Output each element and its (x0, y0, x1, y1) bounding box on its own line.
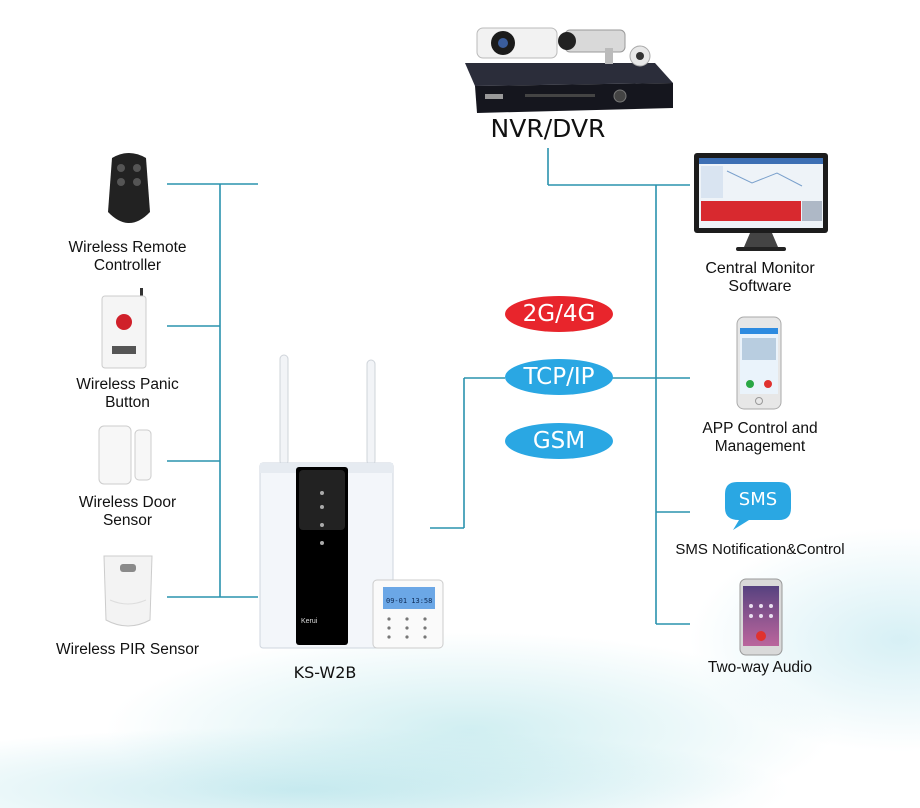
right-device-label-app: APP Control and Management (702, 420, 818, 455)
phone-call-icon (739, 578, 783, 656)
page-title: NVR/DVR (490, 114, 606, 143)
hub-brand-logo: Kerui (301, 618, 318, 625)
network-tcpip: TCP/IP (505, 359, 613, 395)
hub-label: KS-W2B (293, 663, 357, 682)
sms-bubble-icon (725, 482, 791, 530)
left-device-label-remote: Wireless Remote Controller (68, 239, 187, 274)
left-device-label-panic: Wireless Panic Button (76, 376, 179, 411)
left-device-label-pir: Wireless PIR Sensor (56, 641, 199, 658)
network-gsm: GSM (505, 423, 613, 459)
right-device-label-audio: Two-way Audio (707, 659, 813, 676)
monitor-icon (694, 153, 828, 251)
door-sensor-icon (98, 425, 152, 485)
left-device-label-door: Wireless Door Sensor (78, 494, 177, 529)
nvr-dvr-icon (465, 27, 673, 113)
alarm-hub-icon: Kerui 09-01 13:58 (259, 354, 444, 649)
sms-bubble-text: SMS (738, 489, 778, 510)
pir-sensor-icon (103, 555, 153, 627)
keypad-screen-text: 09-01 13:58 (386, 597, 432, 605)
right-device-label-sms: SMS Notification&Control (675, 541, 845, 558)
right-device-label-cms: Central Monitor Software (705, 260, 815, 295)
panic-button-icon (101, 288, 147, 369)
remote-controller-icon (108, 153, 150, 223)
network-2g4g: 2G/4G (505, 296, 613, 332)
smartphone-icon (736, 316, 782, 410)
